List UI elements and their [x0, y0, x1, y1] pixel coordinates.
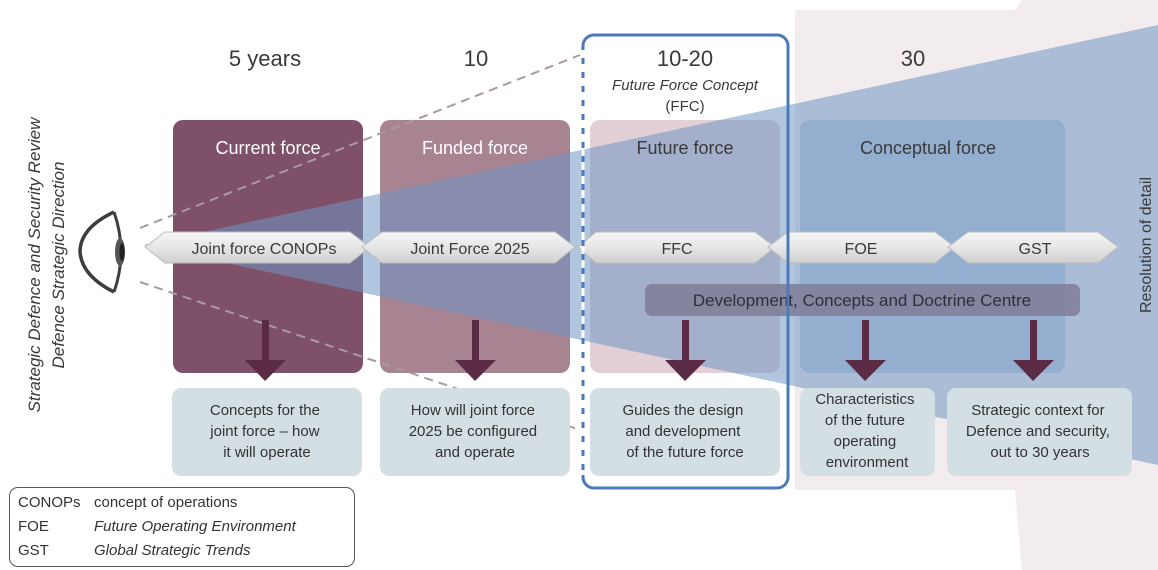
legend-row: FOE Future Operating Environment: [18, 515, 346, 539]
outcome-boxes: [172, 388, 1132, 476]
legend-definition: Future Operating Environment: [94, 518, 296, 535]
legend-definition: concept of operations: [94, 494, 238, 511]
doc-joint-force-2025: Joint Force 2025: [410, 241, 529, 258]
legend-term: GST: [18, 542, 49, 559]
legend-term: FOE: [18, 518, 49, 535]
timeline-10-20: 10-20: [657, 46, 713, 71]
doc-gst: GST: [1019, 241, 1052, 258]
side-label-dsd: Defence Strategic Direction: [49, 162, 68, 369]
down-arrow-icon: [455, 320, 496, 381]
down-arrow-icon: [665, 320, 706, 381]
outcome-gst: Strategic context for Defence and securi…: [966, 402, 1114, 461]
sight-lines: [139, 54, 581, 431]
resolution-label: Resolution of detail: [1138, 177, 1155, 313]
down-arrow-icon: [245, 320, 286, 381]
ffc-header-title: Future Force Concept: [612, 77, 759, 94]
timeline-5-years: 5 years: [229, 46, 301, 71]
force-label-funded: Funded force: [422, 138, 528, 158]
outcome-future: Guides the design and development of the…: [622, 402, 747, 461]
dcdc-bar: [645, 284, 1080, 316]
outcome-foe: Characteristics of the future operating …: [815, 391, 918, 471]
legend-definition: Global Strategic Trends: [94, 542, 251, 559]
legend-row: GST Global Strategic Trends: [18, 539, 346, 563]
outcome-current: Concepts for the joint force – how it wi…: [209, 402, 324, 461]
timeline-30: 30: [901, 46, 925, 71]
side-label-sdsr: Strategic Defence and Security Review: [25, 116, 44, 413]
outcome-funded: How will joint force 2025 be configured …: [409, 402, 542, 461]
ffc-header-abbr: (FFC): [665, 98, 704, 115]
doc-foe: FOE: [845, 241, 878, 258]
doc-ffc: FFC: [661, 241, 692, 258]
down-arrow-icon: [845, 320, 886, 381]
down-arrow-icon: [1013, 320, 1054, 381]
down-arrows: [245, 320, 1054, 381]
force-label-current: Current force: [215, 138, 320, 158]
legend: CONOPs concept of operations FOE Future …: [9, 487, 355, 567]
eye-icon: [78, 210, 125, 294]
document-ribbon: [144, 231, 1119, 264]
force-label-future: Future force: [636, 138, 733, 158]
timeline-10: 10: [464, 46, 488, 71]
legend-row: CONOPs concept of operations: [18, 491, 346, 515]
doc-joint-force-conops: Joint force CONOPs: [192, 241, 337, 258]
dcdc-label: Development, Concepts and Doctrine Centr…: [693, 291, 1031, 310]
force-label-conceptual: Conceptual force: [860, 138, 996, 158]
legend-term: CONOPs: [18, 494, 81, 511]
